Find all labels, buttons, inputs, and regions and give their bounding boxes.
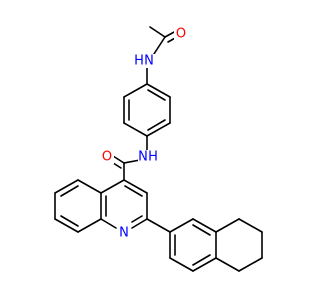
atom-oxygen-carboxamide: O bbox=[102, 150, 112, 165]
pyridine-inner-2 bbox=[131, 215, 143, 223]
pyridine-bond-3 bbox=[131, 218, 148, 229]
phenylene-ring bbox=[123, 83, 171, 137]
tetralin-saturated-ring bbox=[215, 218, 263, 272]
tetralin-aromatic-ring bbox=[146, 218, 217, 272]
benzo-bond-5 bbox=[77, 218, 102, 233]
atom-hydrogen-acetamide: H bbox=[134, 54, 144, 69]
tetralin-sat-bond-4 bbox=[238, 257, 263, 272]
quinoline-pyridine-ring bbox=[100, 179, 148, 229]
atom-nitrogen-quinoline: N bbox=[119, 226, 129, 241]
tetralin-aro-bond-1 bbox=[169, 218, 194, 233]
tetralin-sat-bond-2 bbox=[238, 218, 263, 233]
tetralin-aro-inner-2 bbox=[192, 254, 211, 266]
atom-nitrogen-acetamide: N bbox=[144, 54, 154, 69]
phenylene-bond-4 bbox=[123, 122, 148, 137]
tetralin-sat-bond-5 bbox=[215, 257, 240, 272]
tetralin-aro-bond-4 bbox=[192, 257, 217, 272]
pyridine-inner-1 bbox=[124, 185, 143, 197]
acetamide-group bbox=[146, 26, 178, 85]
bond-methyl-carbonyl bbox=[149, 26, 166, 38]
bond-nitrogen-carbonyl-mid bbox=[123, 159, 141, 164]
phenylene-bond-6 bbox=[123, 83, 148, 98]
atom-hydrogen-carboxamide: H bbox=[148, 150, 158, 165]
structure-canvas: O H N N H O N bbox=[54, 26, 263, 272]
tetralin-aro-bond-5 bbox=[169, 257, 194, 272]
quinoline-benzo-ring bbox=[54, 179, 102, 233]
pyridine-bond-1 bbox=[123, 179, 148, 194]
benzo-bond-1 bbox=[77, 179, 102, 194]
bond-carbonyl-nitrogen bbox=[151, 36, 166, 58]
tetralin-sat-bond-1 bbox=[215, 218, 240, 233]
bond-carbonyl-oxygen-mid-1 bbox=[112, 155, 125, 164]
benzo-inner-2 bbox=[60, 215, 79, 227]
benzo-bond-4 bbox=[54, 218, 79, 233]
molecule-drawing: O H N N H O N bbox=[54, 26, 263, 272]
pyridine-bond-6 bbox=[100, 179, 125, 194]
atom-nitrogen-carboxamide: N bbox=[138, 150, 148, 165]
benzo-inner-1 bbox=[60, 185, 79, 197]
bond-quinoline-tetralin bbox=[146, 218, 171, 233]
benzo-bond-2 bbox=[54, 179, 79, 194]
phenylene-inner-1 bbox=[147, 89, 166, 101]
pyridine-bond-4 bbox=[100, 218, 117, 229]
tetralin-aro-inner-1 bbox=[192, 224, 211, 236]
phenylene-bond-3 bbox=[146, 122, 171, 137]
atom-oxygen-acetyl: O bbox=[176, 27, 186, 42]
atom-labels: O H N N H O N bbox=[101, 27, 187, 241]
phenylene-bond-1 bbox=[146, 83, 171, 98]
phenylene-inner-2 bbox=[147, 119, 166, 131]
tetralin-aro-bond-2 bbox=[192, 218, 217, 233]
